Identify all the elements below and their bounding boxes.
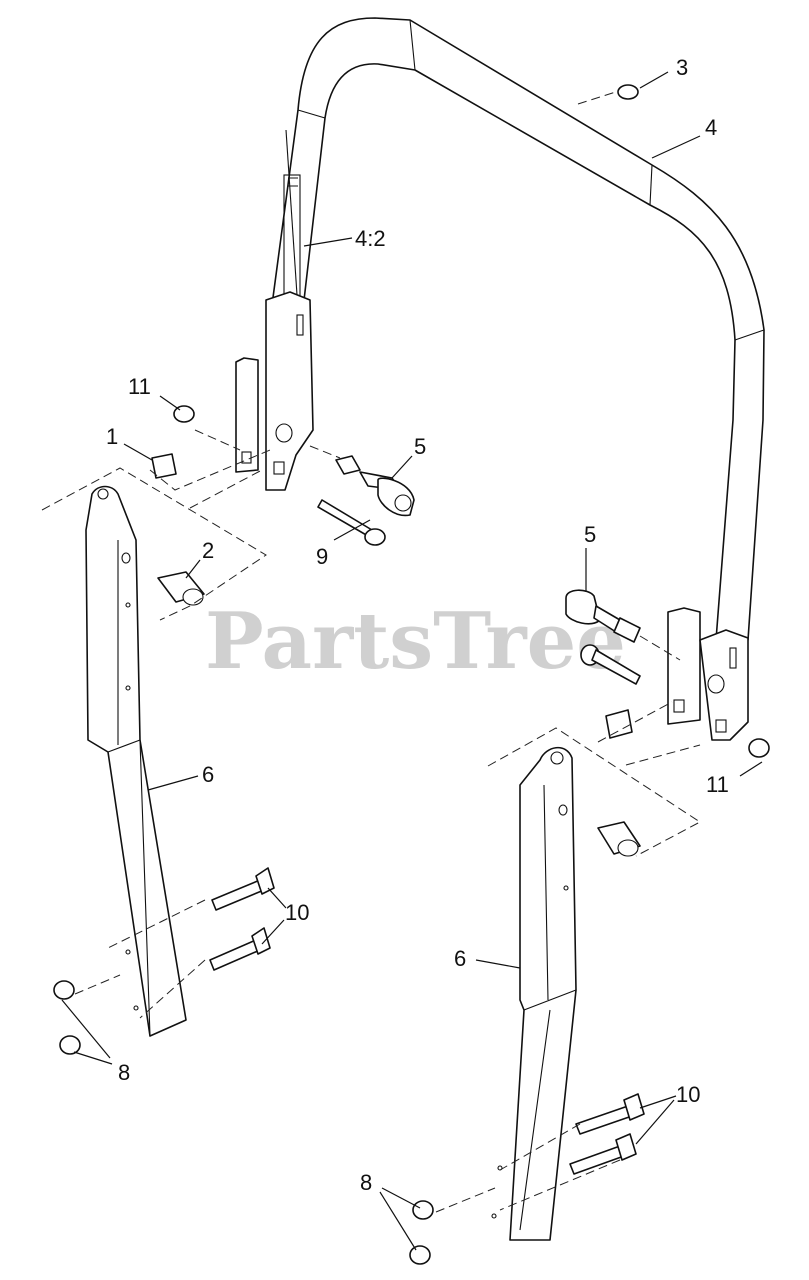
watermark: PartsTree [205, 596, 626, 687]
right-leg-bolts [569, 1093, 645, 1175]
callout-10-left: 10 [285, 900, 309, 925]
right-bolt [580, 644, 641, 685]
right-leg [491, 746, 577, 1241]
right-clevis-pin [565, 589, 641, 643]
right-nut-upper [412, 1200, 434, 1220]
callout-11-right: 11 [706, 772, 729, 797]
callout-9: 9 [316, 544, 328, 569]
right-pivot-bracket [667, 607, 749, 741]
left-pivot-bracket [235, 291, 314, 491]
left-leg [85, 485, 187, 1037]
right-alignment-lines [435, 635, 701, 1213]
callout-2: 2 [202, 538, 214, 563]
callout-3: 3 [676, 55, 688, 80]
left-spacer [157, 571, 205, 606]
right-flange-nut [748, 738, 770, 758]
callout-8-right: 8 [360, 1170, 372, 1195]
right-nut-lower [409, 1245, 431, 1265]
left-plug [151, 453, 177, 479]
left-leg-bolts [209, 867, 275, 971]
roll-bar-hoop [267, 17, 765, 641]
leader-lines [61, 71, 763, 1251]
callout-6-right: 6 [454, 946, 466, 971]
callout-4-2: 4:2 [355, 226, 386, 251]
left-alignment-lines [41, 429, 341, 1019]
callout-5-left: 5 [414, 434, 426, 459]
left-bolt [317, 499, 386, 546]
callout-1: 1 [106, 424, 118, 449]
left-clevis-pin [335, 455, 415, 517]
left-nut-lower [59, 1035, 81, 1055]
callout-5-right: 5 [584, 522, 596, 547]
callout-11-left: 11 [128, 374, 151, 399]
top-washer [617, 84, 639, 100]
right-plug [605, 709, 633, 739]
callout-4: 4 [705, 115, 717, 140]
callout-10-right: 10 [676, 1082, 700, 1107]
callout-8-left: 8 [118, 1060, 130, 1085]
right-spacer [597, 821, 641, 857]
callout-6-left: 6 [202, 762, 214, 787]
left-nut-upper [53, 980, 75, 1000]
